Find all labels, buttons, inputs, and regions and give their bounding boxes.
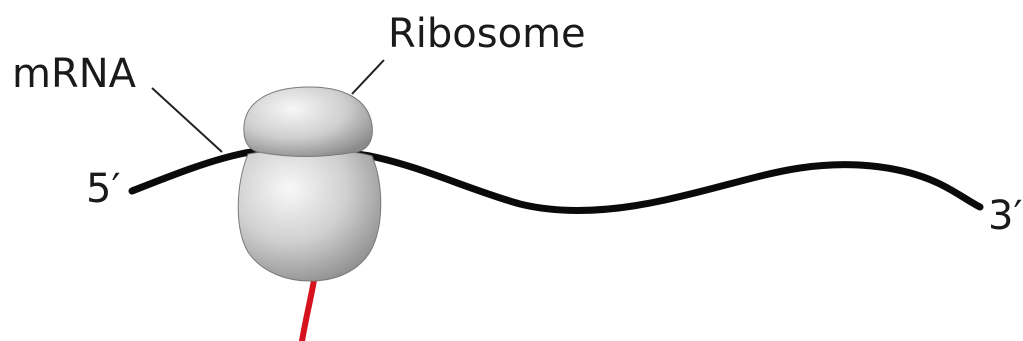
mrna-label: mRNA (12, 54, 136, 94)
ribosome-label: Ribosome (388, 14, 586, 54)
ribosome-leader-line (352, 60, 384, 94)
three-prime-end-label: 3′ (988, 196, 1023, 236)
ribosome-small-subunit (244, 87, 373, 157)
ribosome-large-subunit (238, 150, 381, 281)
five-prime-end-label: 5′ (86, 169, 121, 209)
mrna-leader-line (152, 88, 222, 152)
